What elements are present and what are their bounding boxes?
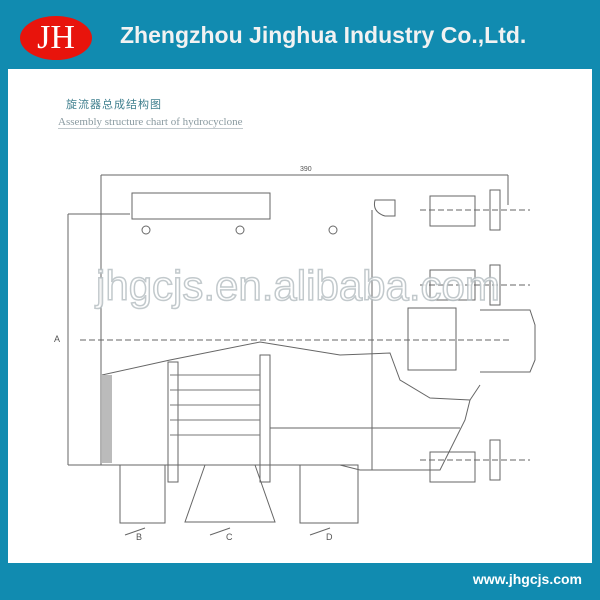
label-b: B xyxy=(136,532,143,542)
diagram-title-cn: 旋流器总成结构图 xyxy=(66,99,162,111)
label-a: A xyxy=(54,334,61,344)
diagram-title-en: Assembly structure chart of hydrocyclone xyxy=(58,116,243,129)
dimension-label: 390 xyxy=(300,166,312,173)
company-name: Zhengzhou Jinghua Industry Co.,Ltd. xyxy=(120,22,527,48)
watermark: jhgcjs.en.alibaba.com xyxy=(95,261,500,310)
footer-url[interactable]: www.jhgcjs.com xyxy=(472,571,582,587)
label-c: C xyxy=(226,532,233,542)
label-d: D xyxy=(326,532,333,542)
company-logo: JH xyxy=(20,16,92,60)
